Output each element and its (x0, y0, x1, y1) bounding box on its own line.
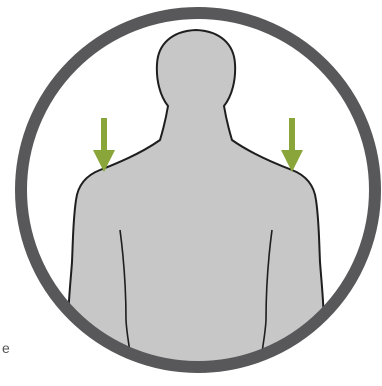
side-text: e (2, 340, 10, 356)
